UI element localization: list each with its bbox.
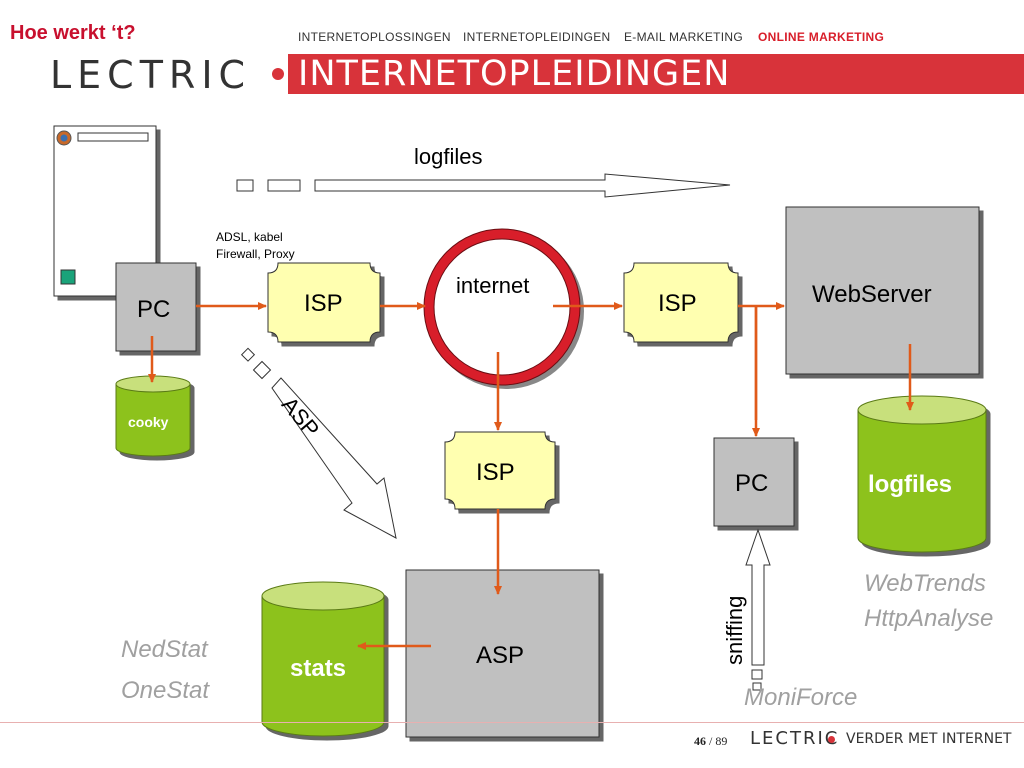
footer-logo: LECTRIC: [750, 728, 840, 749]
nav-online-marketing[interactable]: ONLINE MARKETING: [758, 30, 885, 44]
logo-dot-icon: [272, 68, 284, 80]
pc-right-label: PC: [735, 470, 769, 497]
nedstat-label: NedStat: [121, 636, 208, 663]
pc-right-box: [713, 437, 795, 527]
slide-title: Hoe werkt ‘t?: [10, 22, 136, 44]
isp-left-box: [267, 262, 381, 343]
connection-note-1: ADSL, kabel: [216, 230, 283, 244]
httpanalyse-label: HttpAnalyse: [864, 605, 994, 632]
asp-box: [405, 569, 600, 738]
isp-right-box: [623, 262, 739, 343]
isp-right-label: ISP: [658, 290, 697, 317]
footer-tagline: VERDER MET INTERNET: [846, 731, 1012, 747]
isp-middle-label: ISP: [476, 459, 515, 486]
stats-label: stats: [290, 655, 347, 682]
logfiles-db-label: logfiles: [868, 471, 953, 498]
footer-logo-dot-icon: [828, 736, 835, 743]
onestat-label: OneStat: [121, 677, 210, 704]
lectric-logo: LECTRIC: [50, 53, 252, 97]
cooky-label: cooky: [128, 414, 169, 430]
asp-flow-arrow: [240, 347, 397, 539]
logfiles-flow-arrow: [236, 173, 731, 198]
internet-ring: [423, 228, 584, 389]
sniffing-label: sniffing: [722, 595, 747, 665]
page-number: 46 / 89: [694, 734, 727, 749]
webtrends-label: WebTrends: [864, 570, 986, 597]
connection-note-2: Firewall, Proxy: [216, 247, 295, 261]
nav-internetoplossingen[interactable]: INTERNETOPLOSSINGEN: [298, 30, 451, 44]
page-total: / 89: [709, 734, 728, 748]
sniffing-flow-arrow: [745, 528, 771, 691]
internet-label: internet: [456, 273, 530, 298]
pc-left-label: PC: [137, 296, 171, 323]
nav-email-marketing[interactable]: E-MAIL MARKETING: [624, 30, 744, 44]
asp-box-label: ASP: [476, 642, 525, 669]
webserver-label: WebServer: [812, 281, 932, 308]
isp-left-label: ISP: [304, 290, 343, 317]
pc-left-box: [115, 262, 197, 352]
logfiles-database: [857, 395, 987, 553]
page-current: 46: [694, 734, 706, 748]
logo-area: [0, 54, 288, 94]
isp-middle-box: [444, 431, 556, 510]
moniforce-label: MoniForce: [744, 684, 858, 711]
orange-connectors: [148, 302, 914, 650]
logfiles-arrow-label: logfiles: [414, 144, 483, 169]
webserver-box: [785, 206, 980, 375]
footer-divider: [0, 722, 1024, 723]
stats-database: [261, 581, 385, 737]
band-title: INTERNETOPLEIDINGEN: [298, 54, 731, 94]
nav-internetopleidingen[interactable]: INTERNETOPLEIDINGEN: [463, 30, 611, 44]
